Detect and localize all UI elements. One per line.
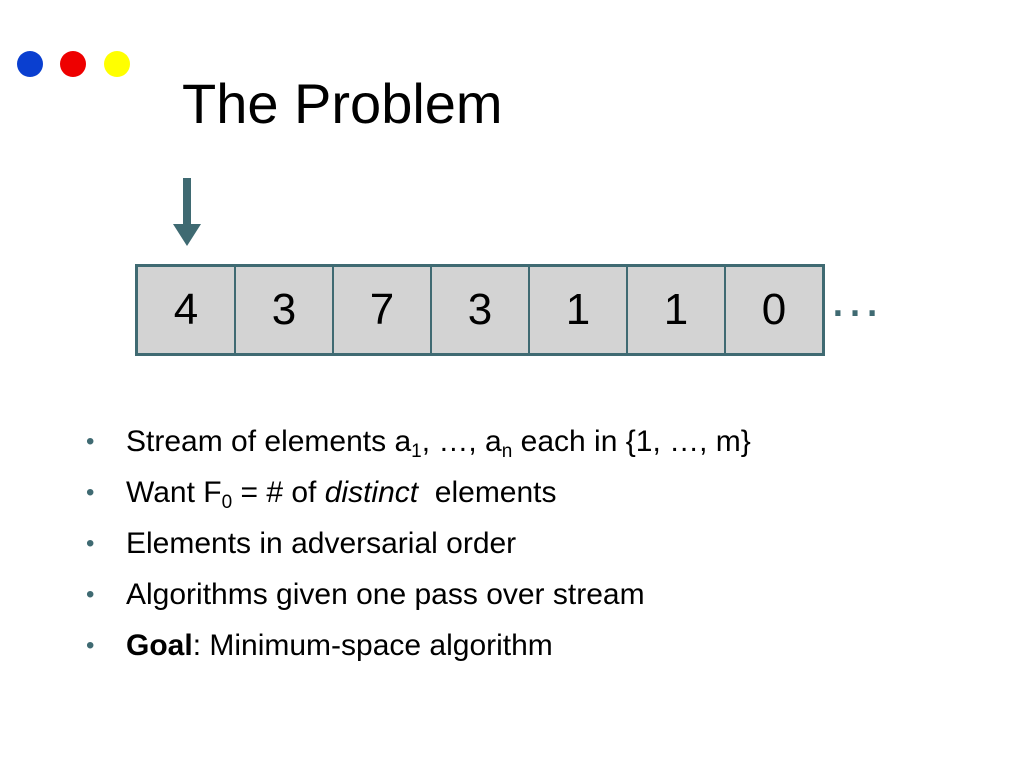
bullet-item: • Algorithms given one pass over stream [86,569,751,620]
blue-dot [17,51,43,77]
bullet-mark: • [86,428,95,455]
red-dot [60,51,86,77]
bullet-item: • Want F0 = # of distinct elements [86,467,751,518]
down-arrow-icon [173,178,201,246]
bullet-item: • Elements in adversarial order [86,518,751,569]
stream-cell: 3 [432,267,530,353]
slide-title: The Problem [182,72,503,135]
stream-cell: 1 [628,267,726,353]
stream-cell: 7 [334,267,432,353]
bullet-mark: • [86,632,95,659]
bullet-item: • Goal: Minimum-space algorithm [86,620,751,671]
stream-array: 4 3 7 3 1 1 0 [135,264,825,356]
stream-cell: 4 [138,267,236,353]
bullet-item: • Stream of elements a1, …, an each in {… [86,416,751,467]
stream-ellipsis: … [828,268,883,328]
bullet-mark: • [86,581,95,608]
bullet-list: • Stream of elements a1, …, an each in {… [86,416,751,671]
bullet-mark: • [86,479,95,506]
stream-cell: 0 [726,267,825,353]
stream-cell: 1 [530,267,628,353]
bullet-mark: • [86,530,95,557]
stream-cell: 3 [236,267,334,353]
yellow-dot [104,51,130,77]
